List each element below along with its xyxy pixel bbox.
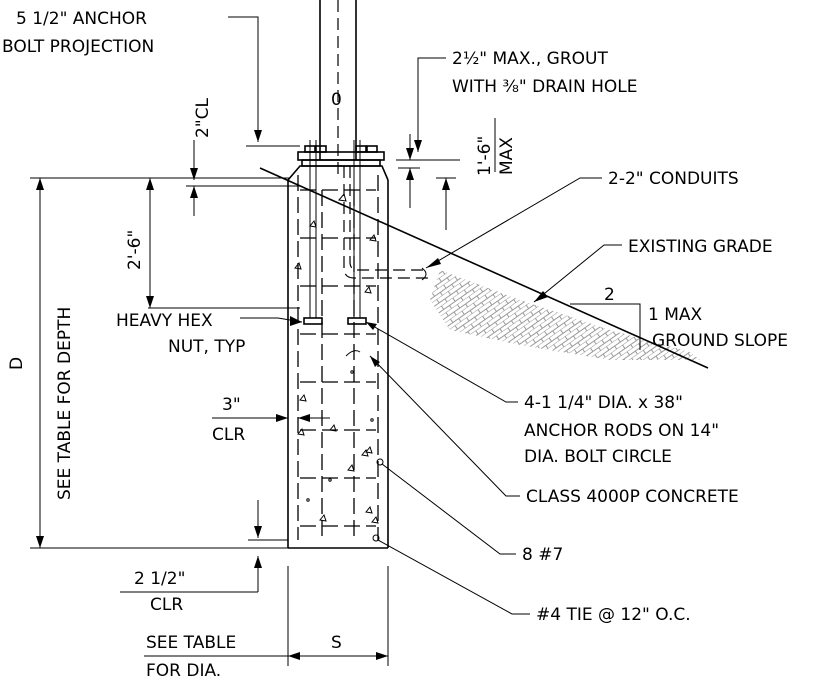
anchor-projection-callout: 5 1/2" ANCHOR BOLT PROJECTION <box>2 9 300 147</box>
dim-2-6: 2'-6" <box>125 178 300 309</box>
anchor-rods-callout: 4-1 1/4" DIA. x 38" ANCHOR RODS ON 14" D… <box>365 321 719 467</box>
svg-text:2 1/2": 2 1/2" <box>134 569 185 589</box>
existing-grade-line <box>259 167 709 369</box>
svg-text:ANCHOR RODS ON 14": ANCHOR RODS ON 14" <box>524 421 719 441</box>
svg-text:2½" MAX., GROUT: 2½" MAX., GROUT <box>452 49 608 69</box>
ground-slope: 2 1 MAX GROUND SLOPE <box>570 285 788 351</box>
base-plate <box>297 145 385 167</box>
pole-mark: 0 <box>331 90 342 110</box>
svg-text:2: 2 <box>604 285 615 305</box>
svg-text:CLR: CLR <box>150 595 183 615</box>
svg-text:4-1 1/4" DIA. x 38": 4-1 1/4" DIA. x 38" <box>524 393 683 413</box>
svg-text:GROUND SLOPE: GROUND SLOPE <box>652 331 788 351</box>
grout-callout: 2½" MAX., GROUT WITH ⅜" DRAIN HOLE <box>414 49 637 152</box>
existing-grade-callout: EXISTING GRADE <box>533 237 773 303</box>
depth-table-label: SEE TABLE FOR DEPTH <box>55 307 75 500</box>
svg-text:3": 3" <box>222 395 241 415</box>
svg-text:DIA. BOLT CIRCLE: DIA. BOLT CIRCLE <box>524 447 672 467</box>
svg-text:MAX: MAX <box>497 137 517 175</box>
svg-text:5 1/2" ANCHOR: 5 1/2" ANCHOR <box>16 9 147 29</box>
svg-text:WITH ⅜" DRAIN HOLE: WITH ⅜" DRAIN HOLE <box>452 77 637 97</box>
anchor-rods <box>303 140 367 325</box>
svg-text:2"CL: 2"CL <box>193 97 213 138</box>
svg-text:8 #7: 8 #7 <box>522 545 563 565</box>
dim-2-cl: 2"CL <box>186 97 300 216</box>
svg-text:1 MAX: 1 MAX <box>648 305 703 325</box>
svg-text:CLASS 4000P CONCRETE: CLASS 4000P CONCRETE <box>526 487 739 507</box>
tie-callout: #4 TIE @ 12" O.C. <box>372 534 691 625</box>
rebar-cage <box>297 175 379 540</box>
svg-text:HEAVY HEX: HEAVY HEX <box>116 311 213 331</box>
svg-text:EXISTING GRADE: EXISTING GRADE <box>628 237 773 257</box>
bars-callout: 8 #7 <box>376 458 563 565</box>
svg-text:SEE TABLE: SEE TABLE <box>146 633 236 653</box>
conduits-callout: 2-2" CONDUITS <box>425 169 739 269</box>
s-label: S <box>331 633 342 653</box>
svg-text:NUT, TYP: NUT, TYP <box>168 337 245 357</box>
clr-2-5-dim: 2 1/2" CLR <box>120 500 288 615</box>
clr-3-dim: 3" CLR <box>212 395 330 445</box>
svg-text:BOLT PROJECTION: BOLT PROJECTION <box>2 37 154 57</box>
concrete-aggregate <box>294 192 379 524</box>
conduits <box>343 166 428 281</box>
heavy-hex-callout: HEAVY HEX NUT, TYP <box>116 311 303 357</box>
svg-text:CLR: CLR <box>212 425 245 445</box>
concrete-callout: CLASS 4000P CONCRETE <box>369 355 739 507</box>
svg-text:2-2" CONDUITS: 2-2" CONDUITS <box>608 169 739 189</box>
svg-text:1'-6": 1'-6" <box>475 136 495 176</box>
s-dimension: S SEE TABLE FOR DIA. <box>144 566 389 680</box>
depth-dimension: D SEE TABLE FOR DEPTH <box>7 177 290 549</box>
depth-d-label: D <box>7 357 27 370</box>
svg-text:#4 TIE @ 12" O.C.: #4 TIE @ 12" O.C. <box>536 605 691 625</box>
pole: 0 <box>319 0 357 175</box>
drilled-shaft <box>287 165 389 549</box>
svg-text:2'-6": 2'-6" <box>125 230 145 270</box>
svg-text:FOR DIA.: FOR DIA. <box>146 661 221 680</box>
dim-1-6-max: 1'-6" MAX <box>396 118 517 230</box>
